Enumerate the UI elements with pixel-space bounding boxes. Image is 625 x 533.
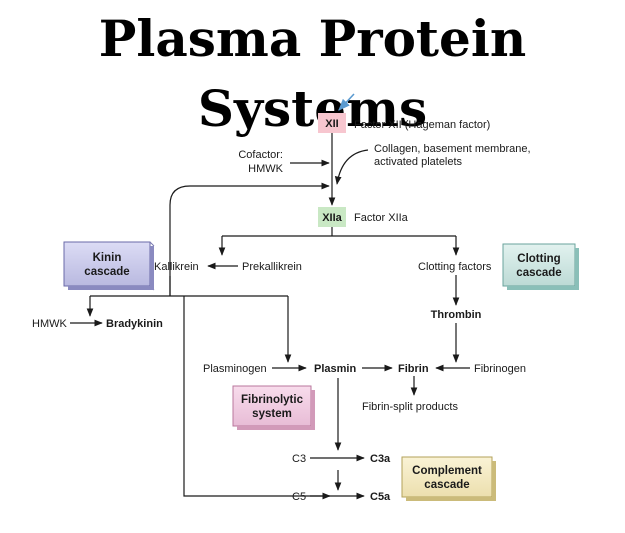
kinin-label: Kinin [93, 252, 122, 264]
bradykinin-label: Bradykinin [106, 318, 163, 330]
fibrin-label: Fibrin [398, 363, 429, 375]
fibrinolytic-system-box [232, 385, 312, 427]
xii-label: XII [325, 118, 338, 130]
prekallikrein-label: Prekallikrein [242, 261, 302, 273]
xii-box [318, 113, 346, 133]
kallikrein-label: Kallikrein [154, 261, 199, 273]
fibrinolytic-label: Fibrinolytic [241, 394, 304, 406]
factor-xiia-label: Factor XIIa [354, 212, 409, 224]
cofactor-hmwk-label: HMWK [248, 163, 283, 175]
fibrin-split-label: Fibrin-split products [362, 401, 458, 413]
kinin-cascade-box [63, 241, 151, 287]
pointer-arrow [338, 93, 355, 111]
to-c5-arrow [183, 296, 331, 500]
hmwk-label: HMWK [32, 318, 67, 330]
plasminogen-label: Plasminogen [203, 363, 267, 375]
complement-label: Complement [412, 465, 482, 477]
fibrinolytic-system-label: system [252, 408, 292, 420]
factor-xii-label: Factor XII (Hageman factor) [354, 119, 490, 131]
activated-platelets-label: activated platelets [374, 156, 463, 168]
fibrinogen-label: Fibrinogen [474, 363, 526, 375]
complement-cascade-box [401, 456, 493, 498]
thrombin-label: Thrombin [431, 309, 482, 321]
collagen-label: Collagen, basement membrane, [374, 143, 531, 155]
clotting-label: Clotting [517, 253, 560, 265]
c3-label: C3 [292, 453, 306, 465]
plasmin-label: Plasmin [314, 363, 356, 375]
cofactor-label: Cofactor: [238, 149, 283, 161]
xiia-box [318, 207, 346, 227]
feedback-arrow [169, 182, 330, 296]
clotting-factors-label: Clotting factors [418, 261, 492, 273]
kinin-cascade-label: cascade [84, 266, 129, 278]
clotting-cascade-label: cascade [516, 267, 561, 279]
page-title: Plasma Protein Systems [98, 9, 527, 138]
clotting-cascade-box [502, 243, 576, 287]
c5-label: C5 [292, 491, 306, 503]
complement-cascade-label: cascade [424, 479, 469, 491]
collagen-arrow [334, 149, 369, 185]
xiia-label: XIIa [322, 212, 342, 224]
c3a-label: C3a [370, 453, 391, 465]
c5a-label: C5a [370, 491, 391, 503]
